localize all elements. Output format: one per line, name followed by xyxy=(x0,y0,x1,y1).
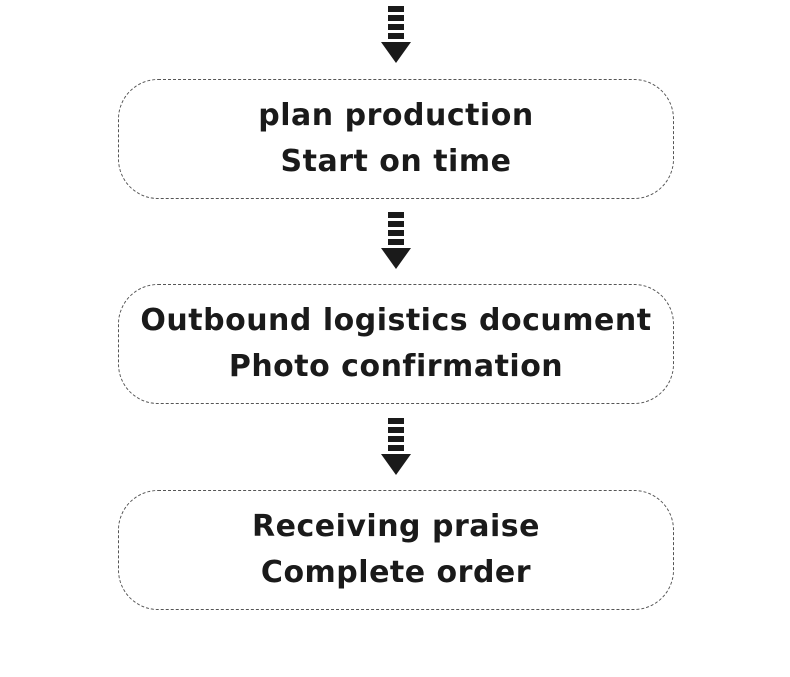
step-box-outbound-logistics: Outbound logistics document Photo confir… xyxy=(118,284,674,404)
step-title: Outbound logistics document xyxy=(140,303,652,338)
step-box-plan-production: plan production Start on time xyxy=(118,79,674,199)
down-arrow-icon xyxy=(380,212,412,270)
step-subtitle: Start on time xyxy=(280,144,512,179)
down-arrow-icon xyxy=(380,418,412,476)
step-box-receiving-praise: Receiving praise Complete order xyxy=(118,490,674,610)
step-title: Receiving praise xyxy=(252,509,540,544)
down-arrow-icon xyxy=(380,6,412,64)
step-subtitle: Complete order xyxy=(260,555,532,590)
step-title: plan production xyxy=(258,98,534,133)
step-subtitle: Photo confirmation xyxy=(228,349,564,384)
